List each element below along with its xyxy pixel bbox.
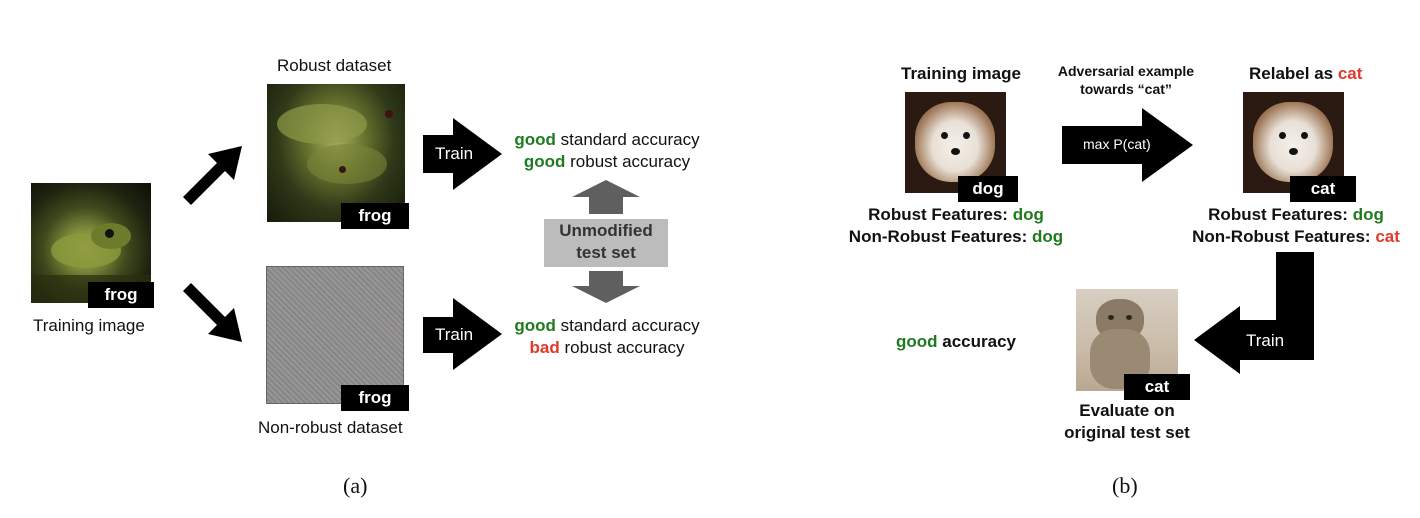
bottom-robust-text: robust accuracy	[559, 338, 685, 357]
nonrobust-dataset-title: Non-robust dataset	[258, 418, 403, 437]
train-label-top: Train	[435, 144, 474, 163]
caption-a: (a)	[343, 473, 368, 498]
relabel-robust-label: Robust Features:	[1208, 205, 1353, 224]
eval-caption: Evaluate on original test set	[1040, 400, 1214, 444]
robust-features-label: Robust Features:	[868, 205, 1013, 224]
adversarial-title-line2: towards “cat”	[1080, 81, 1172, 97]
eval-line2: original test set	[1064, 423, 1190, 442]
train-arrow-bottom-icon	[423, 298, 502, 370]
test-set-line2: test set	[576, 243, 636, 262]
accuracy-word: good	[896, 332, 938, 351]
relabel-prefix: Relabel as	[1249, 64, 1338, 83]
robust-frog-image	[267, 84, 405, 222]
down-right-arrow-icon	[183, 283, 242, 342]
train-arrow-top-icon	[423, 118, 502, 190]
nonrobust-features-label: Non-Robust Features:	[848, 227, 1033, 246]
nonrobust-frog-tag: frog	[341, 385, 409, 411]
eval-line1: Evaluate on	[1079, 401, 1175, 420]
gray-down-arrow-icon	[572, 271, 640, 303]
good-accuracy-label: good accuracy	[896, 332, 1016, 352]
gray-up-arrow-icon	[572, 180, 640, 214]
bottom-result: good standard accuracy bad robust accura…	[500, 315, 714, 359]
adversarial-title-line1: Adversarial example	[1057, 63, 1195, 79]
robust-features-value: dog	[1012, 205, 1044, 224]
up-right-arrow-icon	[183, 146, 242, 205]
nonrobust-features-value: dog	[1032, 227, 1064, 246]
training-dog-image	[905, 92, 1006, 193]
max-p-cat-label: max P(cat)	[1083, 136, 1151, 152]
top-standard-text: standard accuracy	[555, 130, 700, 149]
training-frog-tag: frog	[88, 282, 154, 308]
bottom-standard-word: good	[514, 316, 556, 335]
train-label-b: Train	[1246, 331, 1285, 350]
bottom-robust-word: bad	[529, 338, 560, 357]
training-features: Robust Features: dog Non-Robust Features…	[846, 204, 1066, 248]
max-p-cat-arrow-icon	[1062, 108, 1193, 182]
eval-cat-tag: cat	[1124, 374, 1190, 400]
relabel-word: cat	[1337, 64, 1363, 83]
dog-tag: dog	[958, 176, 1018, 202]
l-train-arrow-icon	[1194, 252, 1314, 374]
training-image-title-b: Training image	[901, 64, 1021, 83]
test-set-line1: Unmodified	[559, 221, 653, 240]
accuracy-rest: accuracy	[937, 332, 1016, 351]
robust-dataset-title: Robust dataset	[277, 56, 392, 75]
relabel-features: Robust Features: dog Non-Robust Features…	[1186, 204, 1406, 248]
adversarial-title: Adversarial example towards “cat”	[1046, 62, 1206, 98]
top-result: good standard accuracy good robust accur…	[500, 129, 714, 173]
top-robust-word: good	[523, 152, 566, 171]
train-label-bottom: Train	[435, 325, 474, 344]
top-standard-word: good	[514, 130, 556, 149]
unmodified-test-set-box: Unmodified test set	[544, 219, 668, 267]
relabel-title: Relabel as cat	[1249, 64, 1362, 84]
training-image-label: Training image	[33, 316, 145, 335]
bottom-standard-text: standard accuracy	[555, 316, 700, 335]
relabel-cat-tag: cat	[1290, 176, 1356, 202]
nonrobust-noise-image	[266, 266, 404, 404]
top-robust-text: robust accuracy	[565, 152, 691, 171]
relabel-robust-value: dog	[1352, 205, 1384, 224]
relabel-nonrobust-label: Non-Robust Features:	[1192, 227, 1376, 246]
caption-b: (b)	[1112, 473, 1138, 498]
relabel-nonrobust-value: cat	[1375, 227, 1400, 246]
robust-frog-tag: frog	[341, 203, 409, 229]
